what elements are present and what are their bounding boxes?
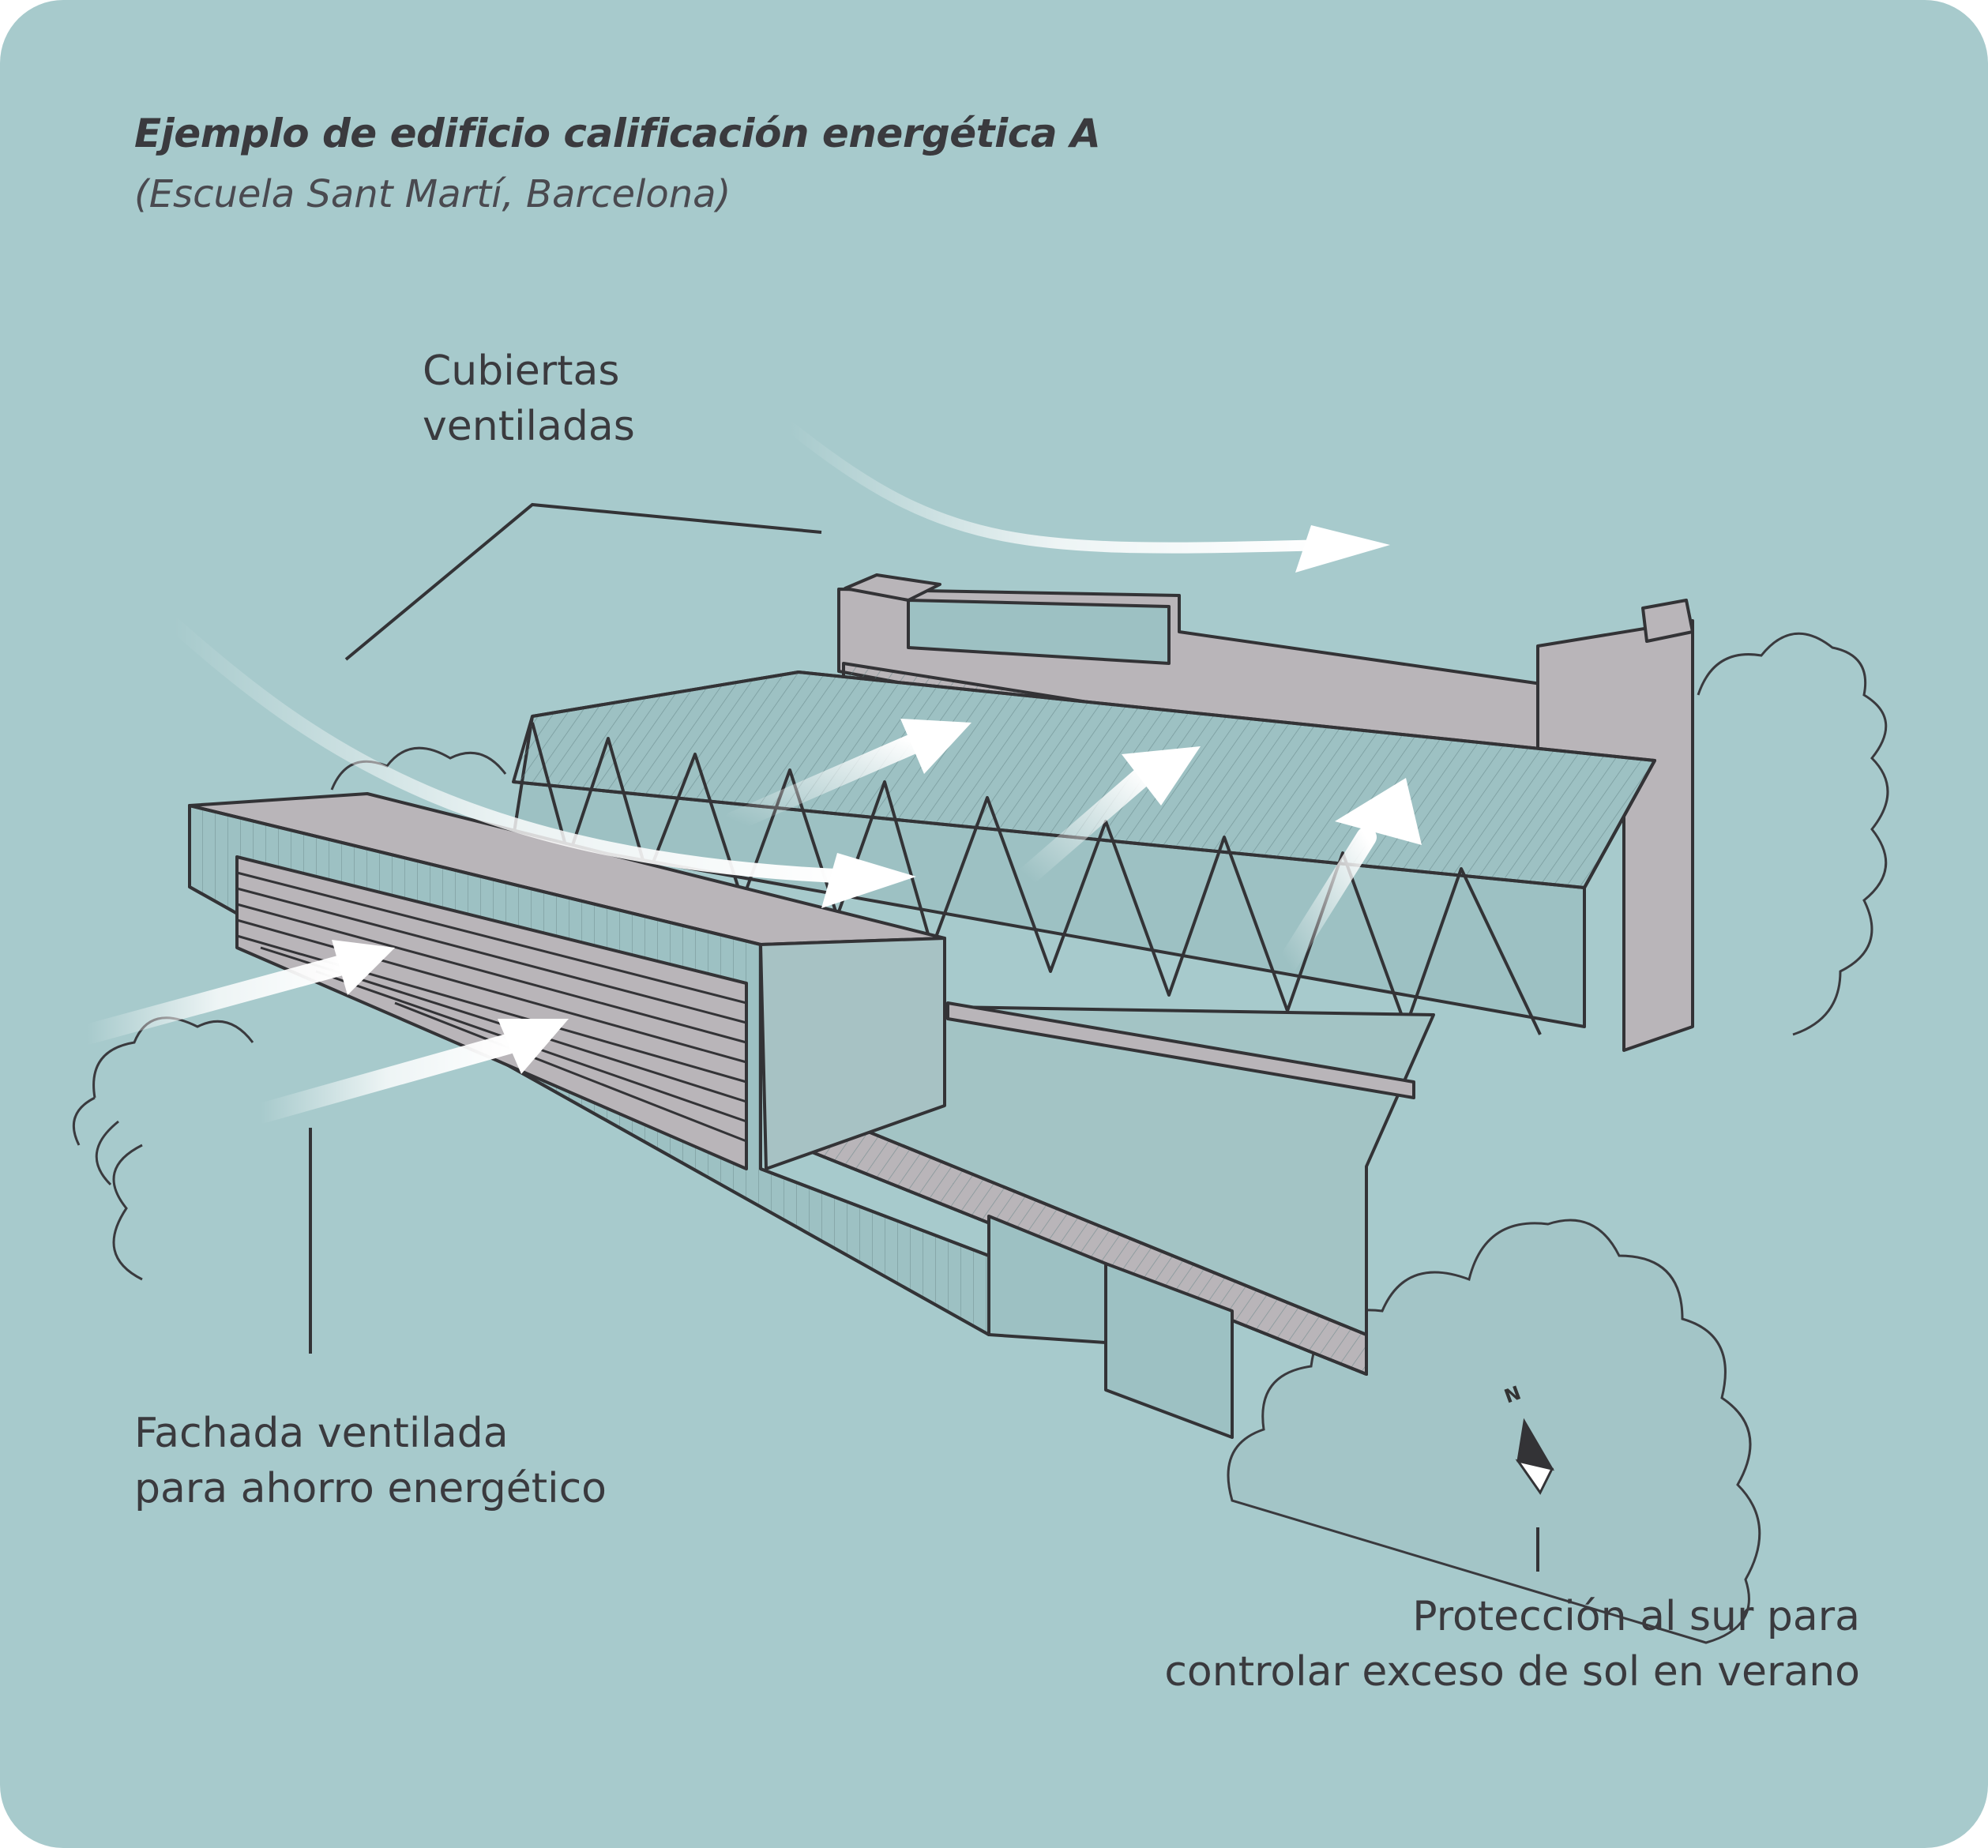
arrow-head-icon [1122,746,1201,806]
facade-block [188,792,990,1336]
courtyard [793,1001,1435,1439]
label-ventilated-facade: Fachada ventilada para ahorro energético [134,1406,607,1516]
label-line: Protección al sur para [1412,1593,1860,1640]
arrow-head-icon [821,853,916,908]
compass-north-icon [1515,1418,1555,1495]
arrow-head-icon [1295,525,1390,573]
arrow-head-icon [332,940,395,995]
arrow-head-icon [900,719,971,774]
label-ventilated-roofs: Cubiertas ventiladas [423,344,635,454]
arrow-head-icon [1335,778,1422,845]
label-line: Fachada ventilada [134,1410,509,1457]
label-line: ventiladas [423,403,635,450]
label-line: para ahorro energético [134,1465,607,1512]
label-line: controlar exceso de sol en verano [1164,1648,1860,1696]
arrow-head-icon [498,1019,569,1074]
label-line: Cubiertas [423,347,620,395]
label-south-protection: Protección al sur para controlar exceso … [1164,1589,1860,1700]
page-title: Ejemplo de edificio calificación energét… [134,111,1101,156]
page-subtitle: (Escuela Sant Martí, Barcelona) [134,172,731,216]
roof-leader-line [344,502,822,661]
airflow-arrows [77,421,1422,1124]
